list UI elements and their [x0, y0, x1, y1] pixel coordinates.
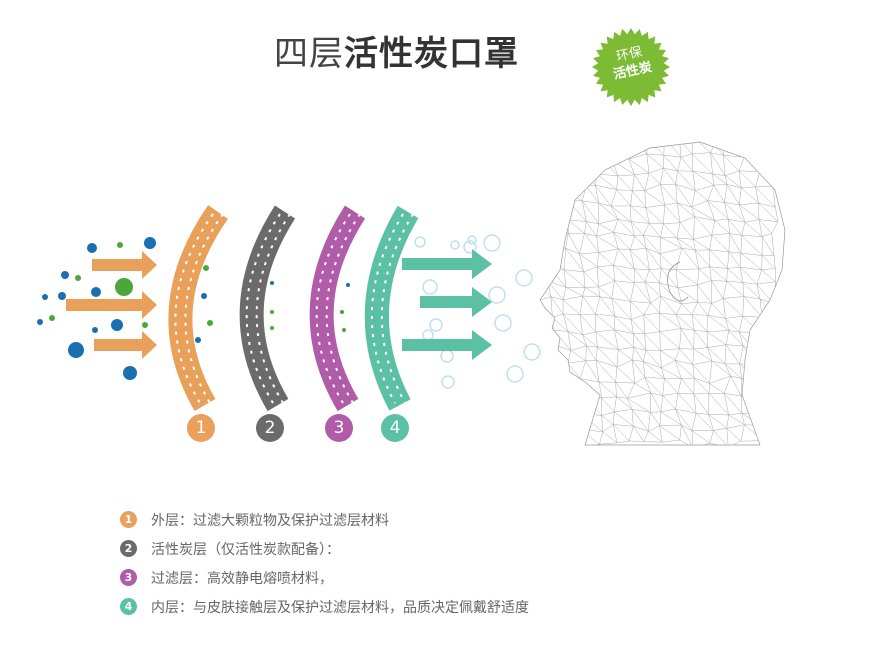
head-mesh	[540, 142, 779, 445]
layer-1-band	[168, 205, 228, 412]
layer-2-band	[239, 205, 296, 412]
incoming-arrows	[66, 251, 157, 359]
page-title: 四层活性炭口罩	[274, 34, 519, 74]
plus-pattern	[174, 213, 214, 404]
plus-pattern	[184, 213, 224, 404]
eco-badge: 环保活性炭	[592, 28, 670, 106]
mask-layers	[168, 205, 419, 412]
particles	[37, 237, 350, 380]
layer-number-1: 1	[187, 414, 215, 442]
plus-pattern	[370, 213, 404, 404]
layer-number-3: 3	[325, 414, 353, 442]
plus-pattern	[255, 213, 291, 404]
plus-pattern	[315, 213, 351, 404]
layer-4-band	[364, 205, 419, 411]
layer-3-band	[309, 205, 366, 412]
wireframe-head	[539, 141, 786, 446]
starburst-icon	[592, 28, 670, 106]
layer-number-2: 2	[256, 414, 284, 442]
plus-pattern	[245, 213, 281, 404]
layer-number-4: 4	[381, 414, 409, 442]
plus-pattern	[325, 213, 361, 404]
plus-pattern	[380, 213, 414, 404]
outgoing-arrows	[402, 249, 492, 360]
